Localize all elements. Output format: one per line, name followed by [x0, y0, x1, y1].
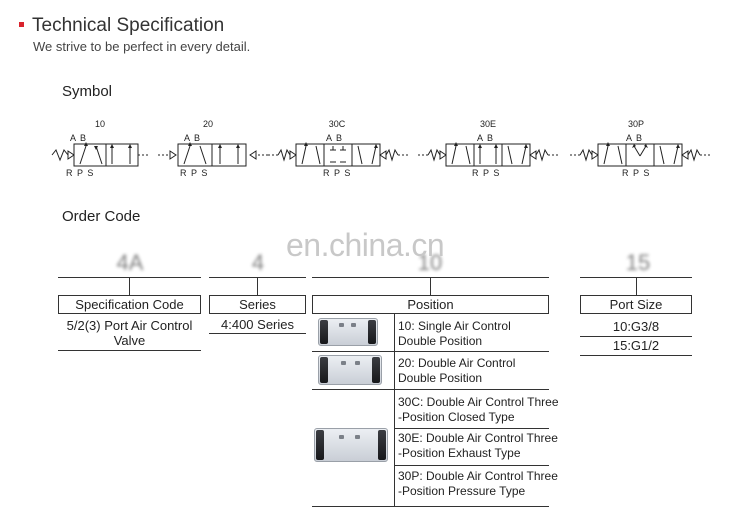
position-item: 30E: Double Air Control Three	[398, 431, 558, 445]
symbol-ab-label: A B	[477, 133, 495, 143]
connector	[257, 277, 258, 295]
position-item: Double Position	[398, 371, 483, 385]
position-item: 20: Double Air Control	[398, 356, 516, 370]
position-item: -Position Pressure Type	[398, 484, 526, 498]
divider	[394, 428, 549, 429]
divider	[580, 355, 692, 356]
spec-code-value: Valve	[113, 333, 146, 348]
position-item: -Position Exhaust Type	[398, 446, 521, 460]
position-item: -Position Closed Type	[398, 410, 515, 424]
column-divider	[394, 314, 395, 507]
valve-product-image	[318, 318, 378, 346]
symbol-ab-label: A B	[326, 133, 344, 143]
position-item: 30C: Double Air Control Three	[398, 395, 559, 409]
symbol-code: 30C	[328, 119, 346, 129]
symbol-ab-label: A B	[184, 133, 202, 143]
symbol-rps-label: R P S	[622, 168, 651, 178]
symbol-rps-label: R P S	[180, 168, 209, 178]
page-subtitle: We strive to be perfect in every detail.	[33, 39, 251, 54]
symbol-rps-label: R P S	[323, 168, 352, 178]
valve-product-image	[318, 355, 382, 385]
valve-symbol-30e	[418, 142, 558, 167]
port-size-value: 15:G1/2	[612, 338, 660, 353]
series-value: 4:400 Series	[221, 317, 294, 332]
order-code-heading: Order Code	[62, 208, 141, 225]
order-code-part: 4	[251, 250, 265, 275]
valve-symbol-30c	[268, 142, 408, 167]
symbol-code: 30E	[479, 119, 496, 129]
order-code-part: 15	[625, 250, 651, 275]
valve-symbol-10	[51, 142, 148, 167]
connector	[430, 277, 431, 295]
watermark: en.china.cn	[286, 227, 445, 263]
port-size-value: 10:G3/8	[612, 319, 660, 334]
divider	[580, 336, 692, 337]
divider	[209, 333, 306, 334]
position-item: 10: Single Air Control	[398, 319, 511, 333]
series-label: Series	[209, 295, 306, 314]
symbol-rps-label: R P S	[472, 168, 501, 178]
symbol-code: 20	[202, 119, 213, 129]
symbol-heading: Symbol	[62, 83, 113, 100]
symbol-ab-label: A B	[70, 133, 88, 143]
valve-symbol-20	[158, 142, 270, 167]
connector	[636, 277, 637, 295]
symbol-ab-label: A B	[626, 133, 644, 143]
divider	[394, 465, 549, 466]
position-item: 30P: Double Air Control Three	[398, 469, 558, 483]
divider	[58, 350, 201, 351]
divider	[312, 351, 549, 352]
position-item: Double Position	[398, 334, 483, 348]
order-code-part: 10	[417, 250, 443, 275]
port-size-label: Port Size	[580, 295, 692, 314]
valve-product-image	[314, 428, 388, 462]
symbol-code: 30P	[627, 119, 644, 129]
connector	[129, 277, 130, 295]
symbol-code: 10	[94, 119, 105, 129]
order-code-part: 4A	[116, 250, 144, 275]
spec-code-value: 5/2(3) Port Air Control	[66, 318, 193, 333]
divider	[312, 506, 549, 507]
title-bullet	[19, 22, 24, 27]
spec-code-label: Specification Code	[58, 295, 201, 314]
page-title: Technical Specification	[32, 15, 225, 36]
divider	[312, 389, 549, 390]
symbol-rps-label: R P S	[66, 168, 95, 178]
valve-symbol-30p	[570, 142, 710, 167]
position-label: Position	[312, 295, 549, 314]
